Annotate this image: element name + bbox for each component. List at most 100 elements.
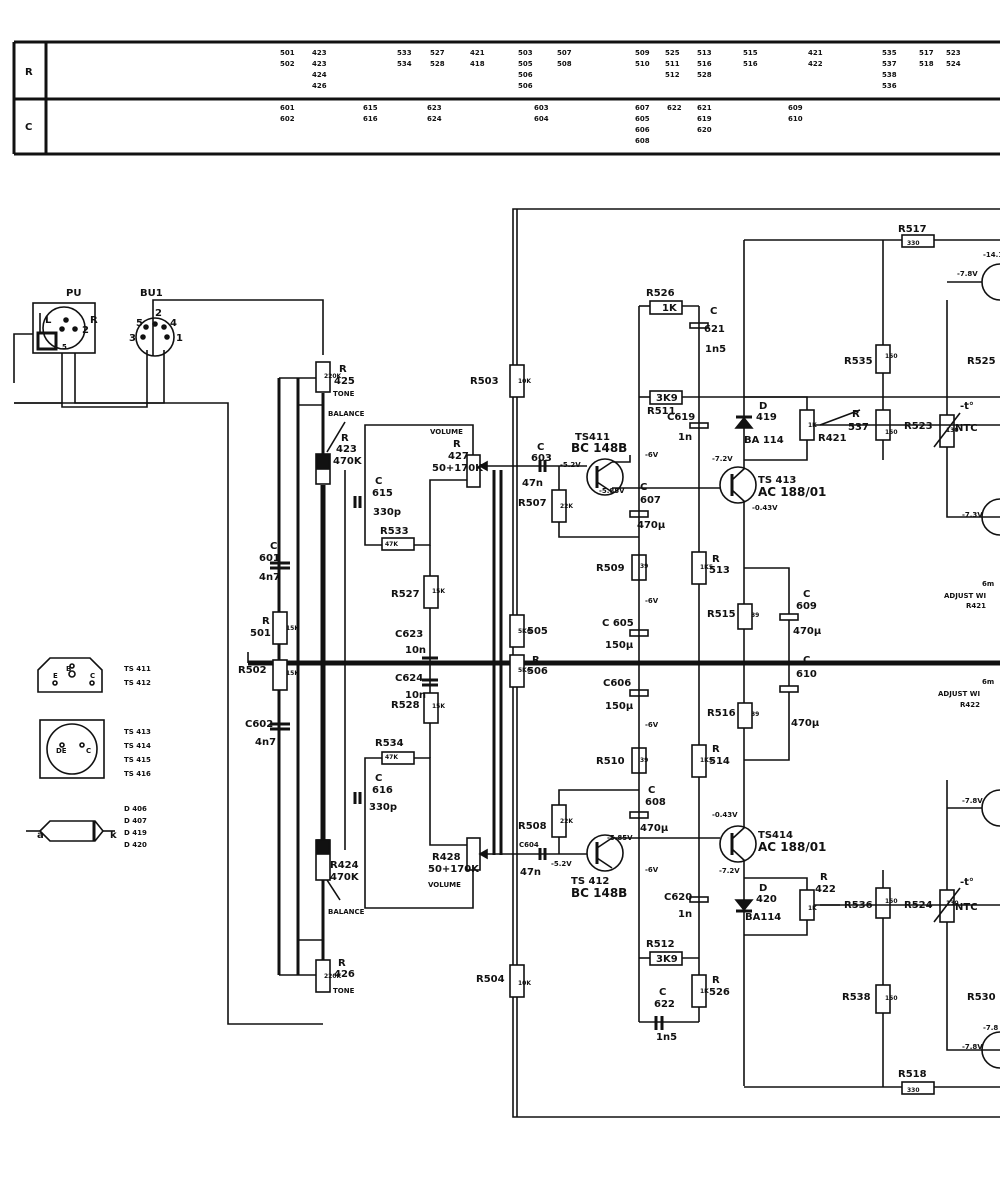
label-c616-c: C (375, 773, 382, 784)
label-r509-val: 39 (640, 563, 648, 570)
r-cell: 510 (635, 60, 650, 68)
label-ntc-top: NTC (955, 423, 978, 434)
power-amp-wiring (516, 209, 1000, 1117)
r-cell: 421 (808, 49, 823, 57)
label-c608-c: C (648, 785, 655, 796)
c-cell: 624 (427, 115, 442, 123)
c-cell: 605 (635, 115, 650, 123)
label-v-ts411-e: -5.85V (599, 487, 625, 495)
label-adjust-bot-r: R422 (960, 701, 980, 709)
label-c610-val: 470μ (791, 718, 820, 729)
label-pin-a: a (37, 830, 44, 841)
label-r507-lbl: R507 (518, 498, 547, 509)
r-cell: 524 (946, 60, 961, 68)
label-r506-val: 5K6 (518, 667, 531, 674)
c-cell: 610 (788, 115, 803, 123)
label-r533-val: 47K (385, 541, 398, 548)
transistor-output-3 (981, 789, 1000, 827)
r-cell: 502 (280, 60, 295, 68)
label-c610-c: C (803, 655, 810, 666)
label-r530-lbl: R530 (967, 992, 996, 1003)
r-cell: 511 (665, 60, 680, 68)
label-r526-bot-r: R (712, 975, 720, 986)
label-r508-val: 22K (560, 818, 573, 825)
label-v-72v-1: -7.2V (712, 455, 733, 463)
resistor-r516 (737, 702, 753, 729)
label-r513-r: R (712, 554, 720, 565)
label-t-top: -t° (960, 401, 974, 412)
r-cell: 516 (697, 60, 712, 68)
label-c609-val: 470μ (793, 626, 822, 637)
label-r506-r: R (532, 655, 540, 666)
label-r537-r: R (852, 409, 860, 420)
label-r528-lbl: R528 (391, 700, 420, 711)
r-cell: 516 (743, 60, 758, 68)
c-cell: 619 (697, 115, 712, 123)
label-v-r-4: -7.8V (962, 1043, 983, 1051)
label-ts411-lbl: TS411 (575, 432, 610, 443)
label-c604-lbl: C604 (519, 841, 539, 849)
r-cell: 421 (470, 49, 485, 57)
label-v-6v-1: -6V (645, 451, 659, 459)
c-cell: 621 (697, 104, 712, 112)
transistor-ts412 (586, 834, 624, 872)
label-c616-val: 330p (369, 802, 397, 813)
label-v-6v-4: -6V (645, 866, 659, 874)
label-bal-top: BALANCE (328, 410, 365, 418)
label-r537-num: 537 (848, 422, 869, 433)
r-cell: 512 (665, 71, 680, 79)
label-r523-val: 130 (946, 427, 959, 434)
label-r423-num: 423 (336, 444, 357, 455)
r-cell: 517 (919, 49, 934, 57)
r-cell: 513 (697, 49, 712, 57)
label-vol-top: VOLUME (430, 428, 463, 436)
c-cell: 603 (534, 104, 549, 112)
c-cell: 601 (280, 104, 295, 112)
label-r505-lbl: 505 (527, 626, 548, 637)
diode-d419 (734, 416, 754, 429)
label-c604-val: 47n (520, 867, 541, 878)
label-legend-ts412: TS 412 (124, 679, 151, 687)
label-v-r-4b: -7.8 (983, 1024, 998, 1032)
label-c605-lbl: C 605 (602, 618, 634, 629)
r-cell: 509 (635, 49, 650, 57)
label-legend-d419: D 419 (124, 829, 147, 837)
label-d419-num: 419 (756, 412, 777, 423)
label-r533-lbl: R533 (380, 526, 409, 537)
label-r512-val: 3K9 (656, 954, 678, 965)
resistor-r528 (423, 692, 439, 724)
label-r524-val: 130 (946, 900, 959, 907)
label-r501-val: 15K (286, 625, 299, 632)
component-table: R C 501502423423424426533534527528421418… (12, 40, 1000, 156)
label-r511-lbl: R511 (647, 406, 676, 417)
table-row-c-label: C (25, 122, 32, 133)
label-r514-r: R (712, 744, 720, 755)
label-r513-val: 1K5 (700, 564, 713, 571)
label-r426-val: 220K (324, 973, 342, 980)
label-v-r-1: -7.8V (957, 270, 978, 278)
label-ts414-type: AC 188/01 (758, 840, 826, 854)
svg-text:5: 5 (62, 343, 67, 351)
label-d420-d: D (759, 883, 767, 894)
label-r501-r: R (262, 616, 270, 627)
label-r513-num: 513 (709, 565, 730, 576)
label-r536-lbl: R536 (844, 900, 873, 911)
label-legend-ts416: TS 416 (124, 770, 151, 778)
label-ts412-lbl: TS 412 (571, 876, 609, 887)
label-r535-val: 150 (885, 353, 898, 360)
label-c622-c: C (659, 987, 666, 998)
r-cell: 535 (882, 49, 897, 57)
r-cell: 505 (518, 60, 533, 68)
label-v-043v-2: -0.43V (712, 811, 738, 819)
label-ts412-type: BC 148B (571, 886, 627, 900)
label-c619-lbl: C619 (667, 412, 695, 423)
r-cell: 423 (312, 60, 327, 68)
label-ntc-bot: NTC (955, 902, 978, 913)
label-bu-pin-1: 1 (176, 333, 183, 344)
r-cell: 527 (430, 49, 445, 57)
r-cell: 523 (946, 49, 961, 57)
input-wiring (13, 299, 324, 1025)
label-c621-val: 1n5 (705, 344, 726, 355)
resistor-r501 (272, 611, 288, 645)
